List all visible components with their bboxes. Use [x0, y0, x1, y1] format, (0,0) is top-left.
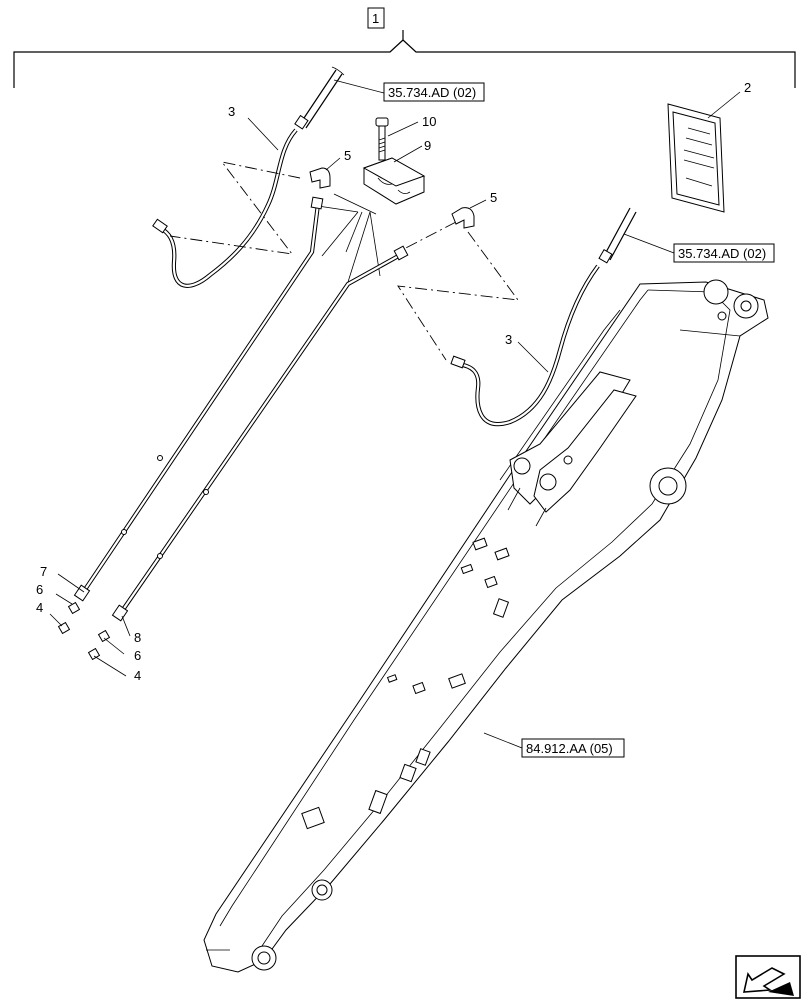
view-direction-arrow-icon: [735, 955, 801, 999]
callout-3b: 3: [505, 332, 512, 347]
steel-line-7: [73, 196, 324, 602]
callout-5b: 5: [490, 190, 497, 205]
pipe-end-top-left: [294, 66, 345, 130]
bolt-10: [375, 117, 419, 161]
callout-4a: 4: [36, 600, 43, 615]
callout-8: 8: [134, 630, 141, 645]
clamp-9: [362, 145, 426, 205]
callout-4b: 4: [134, 668, 141, 683]
elbow-5-right: [451, 199, 487, 229]
reference-code-top[interactable]: 35.734.AD (02): [388, 85, 476, 100]
hose-3-left: [152, 117, 298, 288]
assembly-bracket: 1: [13, 7, 796, 88]
callout-5a: 5: [344, 148, 351, 163]
reference-code-right[interactable]: 35.734.AD (02): [678, 246, 766, 261]
callout-9: 9: [424, 138, 431, 153]
reference-box-boom[interactable]: 84.912.AA (05): [483, 732, 625, 758]
callout-3a: 3: [228, 104, 235, 119]
manual-booklet-icon: [667, 91, 741, 213]
steel-line-8: [111, 245, 409, 622]
pipe-end-right: [598, 207, 637, 264]
hose-3-right: [450, 264, 600, 427]
callout-6a: 6: [36, 582, 43, 597]
fittings-right: [87, 615, 131, 677]
callout-10: 10: [422, 114, 436, 129]
tube-stubs: [317, 193, 381, 283]
callout-6b: 6: [134, 648, 141, 663]
boom-arm: [203, 279, 769, 973]
assembly-item-number[interactable]: 1: [372, 11, 379, 26]
alignment-lines: [169, 161, 519, 361]
reference-box-right[interactable]: 35.734.AD (02): [623, 233, 775, 263]
reference-code-boom[interactable]: 84.912.AA (05): [526, 741, 613, 756]
callout-2: 2: [744, 80, 751, 95]
reference-box-top[interactable]: 35.734.AD (02): [333, 79, 485, 102]
elbow-5-left: [309, 157, 341, 189]
fittings-left: [49, 573, 85, 635]
callout-7: 7: [40, 564, 47, 579]
